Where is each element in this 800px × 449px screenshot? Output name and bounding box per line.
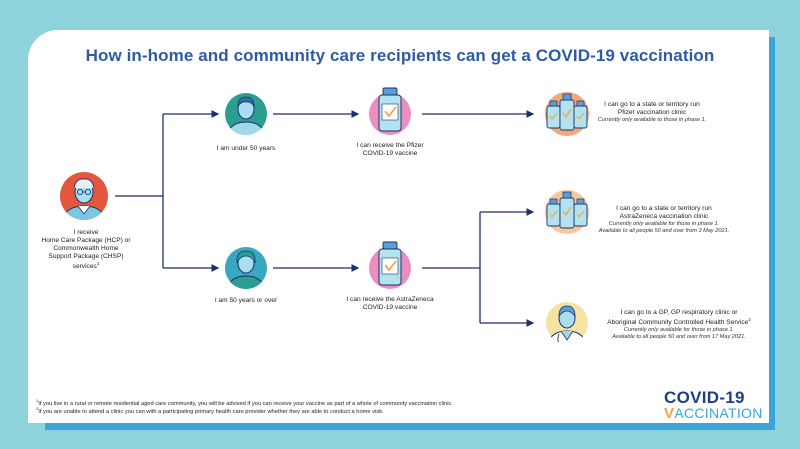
gp-line-2: Aboriginal Community Controlled Health S… <box>594 317 764 327</box>
footnote-2-mark: 2 <box>36 406 39 411</box>
astrazeneca-clinic-vials-icon <box>545 190 589 234</box>
recipient-avatar-icon <box>60 172 108 220</box>
footnote-2: 2If you are unable to attend a clinic yo… <box>36 406 383 415</box>
footnote-1-text: If you live in a rural or remote residen… <box>38 400 453 407</box>
astrazeneca-vaccine-vial-icon <box>369 241 411 289</box>
az-clinic-note-1: Currently only available for those in ph… <box>608 221 720 228</box>
logo-v-tick: V <box>664 405 675 422</box>
recipient-services-text: services <box>72 263 97 271</box>
az-clinic-note-2: Available to all people 50 and over from… <box>598 227 730 234</box>
pfizer-clinic-note: Currently only available to those in pha… <box>597 117 707 124</box>
pfizer-vaccine-line-1: I can receive the Pfizer <box>356 142 424 149</box>
footnote-ref-1: 1 <box>96 261 100 267</box>
pfizer-clinic-outcome: I can go to a state or territory run Pfi… <box>592 101 712 124</box>
50-or-over-label: I am 50 years or over <box>214 297 278 304</box>
logo-accination-text: ACCINATION <box>674 405 763 421</box>
astrazeneca-clinic-outcome: I can go to a state or territory run Ast… <box>589 205 739 235</box>
recipient-line-5: services1 <box>38 261 134 271</box>
gp-line-1: I can go to a GP, GP respiratory clinic … <box>620 309 738 316</box>
az-clinic-line-2: AstraZeneca vaccination clinic <box>619 213 709 221</box>
connector-lines <box>115 110 535 327</box>
pfizer-vaccine-label: I can receive the Pfizer COVID-19 vaccin… <box>335 142 445 158</box>
young-person-avatar-icon <box>225 93 267 135</box>
covid-vaccination-logo: COVID-19 VACCINATION <box>664 389 763 421</box>
gp-note-1: Currently only available for those in ph… <box>623 327 735 334</box>
az-clinic-line-1: I can go to a state or territory run <box>616 205 712 212</box>
astrazeneca-vaccine-line-1: I can receive the AstraZeneca <box>346 296 434 303</box>
footnote-1: 1If you live in a rural or remote reside… <box>36 398 453 407</box>
gp-doctor-icon <box>546 302 588 344</box>
pfizer-clinic-vials-icon <box>545 92 589 136</box>
astrazeneca-vaccine-label: I can receive the AstraZeneca COVID-19 v… <box>330 296 450 312</box>
page-title: How in-home and community care recipient… <box>85 46 715 65</box>
logo-line-1: COVID-19 <box>664 388 745 407</box>
recipient-line-3: Commonwealth Home <box>53 245 119 253</box>
astrazeneca-vaccine-line-2: COVID-19 vaccine <box>362 304 418 312</box>
under-50-label: I am under 50 years <box>216 145 276 152</box>
right-accent-stripe <box>769 37 775 430</box>
recipient-line-4: Support Package (CHSP) <box>48 253 124 261</box>
footnote-2-text: If you are unable to attend a clinic you… <box>38 408 384 415</box>
gp-outcome: I can go to a GP, GP respiratory clinic … <box>594 309 764 341</box>
footnote-1-mark: 1 <box>36 398 39 403</box>
pfizer-vaccine-line-2: COVID-19 vaccine <box>362 150 418 158</box>
gp-note-2: Available to all people 50 and over from… <box>612 334 746 341</box>
logo-line-2: VACCINATION <box>664 406 763 421</box>
recipient-line-1: I receive <box>73 229 99 236</box>
bottom-accent-stripe <box>45 423 769 430</box>
recipient-line-2: Home Care Package (HCP) or <box>41 237 131 245</box>
footnote-ref-2: 2 <box>748 317 751 323</box>
gp-line-2-text: Aboriginal Community Controlled Health S… <box>607 319 749 327</box>
pfizer-clinic-line-1: I can go to a state or territory run <box>604 101 700 108</box>
pfizer-clinic-line-2: Pfizer vaccination clinic <box>617 109 687 117</box>
older-person-avatar-icon <box>225 247 267 289</box>
pfizer-vaccine-vial-icon <box>369 87 411 135</box>
recipient-label: I receive Home Care Package (HCP) or Com… <box>38 229 134 271</box>
